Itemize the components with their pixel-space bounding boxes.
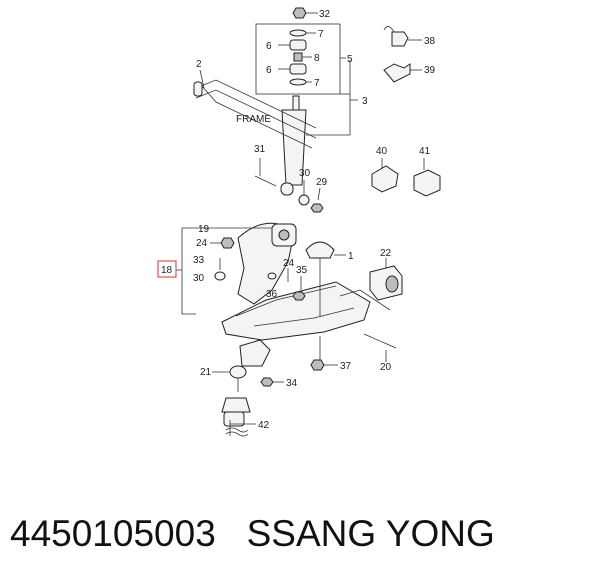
frame-label: FRAME bbox=[236, 114, 271, 125]
callout-6b: 6 bbox=[266, 65, 272, 76]
part-caption: 4450105003 SSANG YONG bbox=[10, 504, 590, 564]
callout-24a: 24 bbox=[196, 238, 208, 249]
callout-30b: 30 bbox=[193, 273, 205, 284]
callout-2: 2 bbox=[196, 59, 202, 70]
callout-37: 37 bbox=[340, 361, 352, 372]
callout-19: 19 bbox=[198, 224, 210, 235]
callout-18-box bbox=[157, 260, 177, 278]
callout-30a: 30 bbox=[299, 168, 311, 179]
callout-21: 21 bbox=[200, 367, 212, 378]
callout-6a: 6 bbox=[266, 41, 272, 52]
callout-36: 36 bbox=[266, 289, 278, 300]
callout-1: 1 bbox=[348, 251, 354, 262]
callout-42: 42 bbox=[258, 420, 270, 431]
callout-41: 41 bbox=[419, 146, 431, 157]
callout-32: 32 bbox=[319, 9, 331, 20]
part-number: 4450105003 bbox=[10, 513, 216, 554]
callout-24b: 24 bbox=[283, 258, 295, 269]
callout-5: 5 bbox=[347, 54, 353, 65]
shock-absorber-assembly: 32 7 6 8 6 7 5 3 31 bbox=[254, 7, 368, 213]
callout-34: 34 bbox=[286, 378, 298, 389]
callout-38: 38 bbox=[424, 36, 436, 47]
callout-29: 29 bbox=[316, 177, 328, 188]
callout-40: 40 bbox=[376, 146, 388, 157]
callout-31: 31 bbox=[254, 144, 266, 155]
callout-39: 39 bbox=[424, 65, 436, 76]
sensor-brackets: 38 39 40 41 bbox=[371, 26, 441, 197]
control-arm-assembly: 18 19 24 33 30 24 35 36 1 bbox=[157, 222, 403, 437]
brand-name: SSANG YONG bbox=[246, 513, 495, 554]
frame-rail: 2 FRAME bbox=[193, 59, 317, 149]
callout-18: 18 bbox=[161, 265, 173, 276]
callout-3: 3 bbox=[362, 96, 368, 107]
caption-gap bbox=[216, 513, 247, 554]
callout-7a: 7 bbox=[318, 29, 324, 40]
callout-8: 8 bbox=[314, 53, 320, 64]
callout-33: 33 bbox=[193, 255, 205, 266]
callout-35: 35 bbox=[296, 265, 308, 276]
callout-7b: 7 bbox=[314, 78, 320, 89]
callout-20: 20 bbox=[380, 362, 392, 373]
callout-22: 22 bbox=[380, 248, 392, 259]
exploded-parts-diagram: 32 7 6 8 6 7 5 3 31 bbox=[157, 7, 441, 437]
